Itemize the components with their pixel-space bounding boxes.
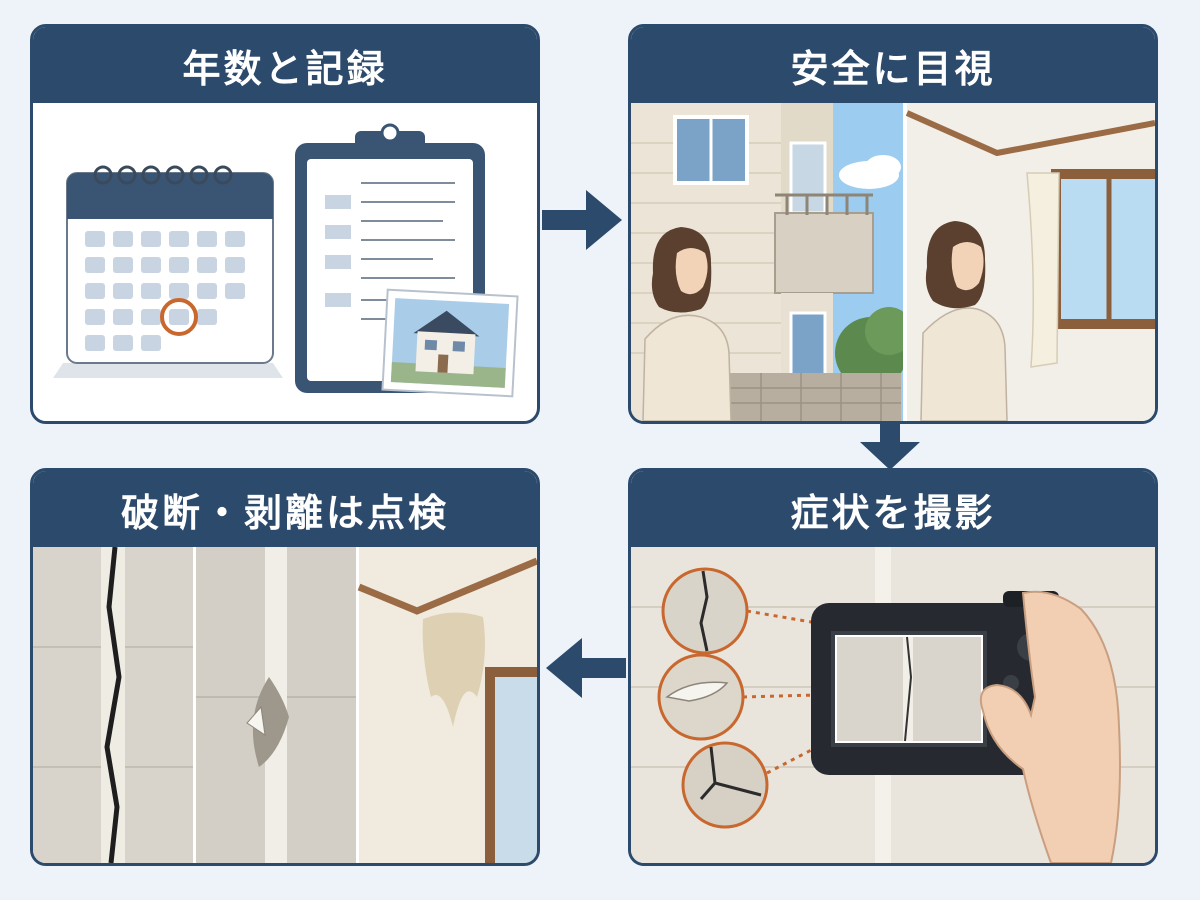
photograph-illustration [631, 547, 1155, 863]
crack-detail-icon [657, 567, 822, 829]
step-card-records: 年数と記録 [30, 24, 540, 424]
step-title-inspection: 破断・剥離は点検 [33, 471, 537, 547]
person-icon [920, 221, 1008, 421]
step-title-photograph: 症状を撮影 [631, 471, 1155, 547]
calendar-icon [53, 165, 283, 378]
arrow-right-icon [542, 190, 622, 250]
sealant-crack-icon [33, 547, 193, 863]
inspection-illustration [33, 547, 537, 863]
step-card-inspection: 破断・剥離は点検 [30, 468, 540, 866]
house-photo-icon [381, 288, 519, 398]
step-card-photograph: 症状を撮影 [628, 468, 1158, 866]
hand-icon [979, 590, 1121, 863]
water-stain-icon [357, 547, 537, 863]
step-title-visual-check: 安全に目視 [631, 27, 1155, 103]
records-illustration [53, 123, 519, 398]
arrow-down-icon [860, 424, 920, 470]
peeling-icon [196, 547, 356, 863]
step-card-visual-check: 安全に目視 [628, 24, 1158, 424]
person-icon [642, 227, 732, 421]
visual-check-illustration [631, 103, 1155, 421]
arrow-left-icon [546, 638, 626, 698]
step-title-records: 年数と記録 [33, 27, 537, 103]
